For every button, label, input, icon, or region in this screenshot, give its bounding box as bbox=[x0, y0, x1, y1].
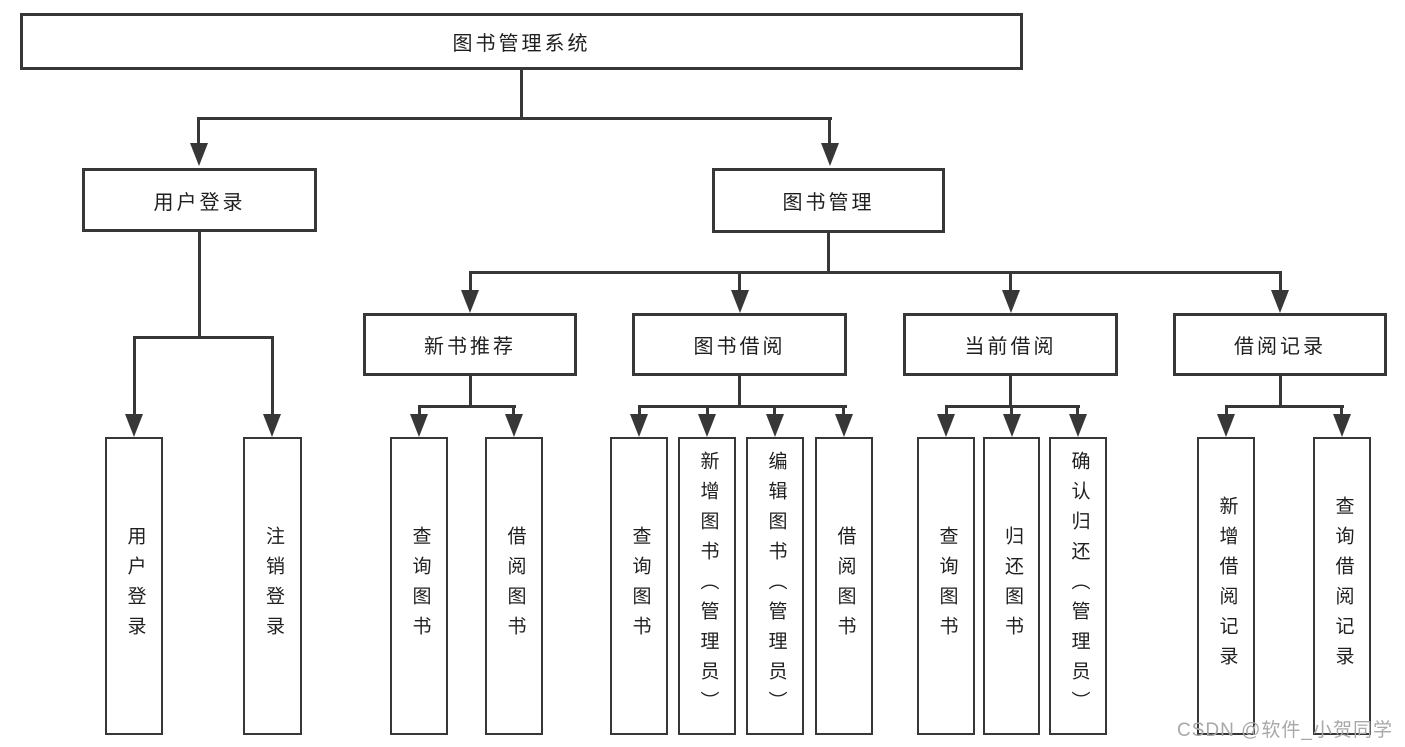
node-user-login: 用户登录 bbox=[82, 168, 317, 232]
arrow-down-br-add bbox=[1217, 414, 1235, 437]
node-br-add-record: 新增借阅记录 bbox=[1197, 437, 1255, 735]
node-logout-leaf-label: 注销登录 bbox=[262, 526, 284, 646]
connector-br-drop bbox=[1279, 376, 1282, 407]
connector-root-drop bbox=[520, 70, 523, 119]
arrow-down-current-borrow bbox=[1002, 290, 1020, 313]
arrow-down-bb-borrow bbox=[835, 414, 853, 437]
node-book-management-label: 图书管理 bbox=[782, 192, 875, 214]
connector-stem-bb-edit bbox=[773, 405, 776, 414]
node-new-book-recommend-label: 新书推荐 bbox=[424, 336, 516, 358]
arrow-down-cb-query bbox=[937, 414, 955, 437]
connector-bb-drop bbox=[738, 376, 741, 407]
node-current-borrow: 当前借阅 bbox=[903, 313, 1118, 376]
arrow-down-book-borrow bbox=[731, 290, 749, 313]
connector-stem-borrow-records bbox=[1279, 271, 1282, 290]
node-library-system: 图书管理系统 bbox=[20, 13, 1023, 70]
node-bb-query-book-label: 查询图书 bbox=[629, 526, 651, 646]
arrow-down-login-leaf bbox=[125, 414, 143, 437]
node-br-add-record-label: 新增借阅记录 bbox=[1216, 496, 1238, 676]
arrow-down-bb-edit bbox=[766, 414, 784, 437]
node-rec-borrow-book: 借阅图书 bbox=[485, 437, 543, 735]
node-bb-add-book-admin: 新增图书（管理员） bbox=[678, 437, 736, 735]
node-cb-confirm-return-admin-label: 确认归还（管理员） bbox=[1068, 451, 1090, 721]
node-rec-query-book: 查询图书 bbox=[390, 437, 448, 735]
connector-stem-login-leaf bbox=[133, 336, 136, 414]
csdn-watermark: CSDN @软件_小贺同学 bbox=[1177, 720, 1393, 741]
connector-stem-book-borrow bbox=[738, 271, 741, 290]
connector-login-split bbox=[133, 336, 274, 339]
node-br-query-record-label: 查询借阅记录 bbox=[1332, 496, 1354, 676]
connector-stem-logout-leaf bbox=[271, 336, 274, 414]
node-bb-edit-book-admin: 编辑图书（管理员） bbox=[746, 437, 804, 735]
connector-mgmt-drop bbox=[827, 233, 830, 273]
node-cb-return-book-label: 归还图书 bbox=[1001, 526, 1023, 646]
connector-stem-rec-query bbox=[418, 405, 421, 414]
node-rec-query-book-label: 查询图书 bbox=[409, 526, 431, 646]
connector-stem-bb-borrow bbox=[842, 405, 845, 414]
arrow-down-rec-query bbox=[410, 414, 428, 437]
connector-cb-drop bbox=[1009, 376, 1012, 407]
node-cb-confirm-return-admin: 确认归还（管理员） bbox=[1049, 437, 1107, 735]
connector-stem-cb-return bbox=[1010, 405, 1013, 414]
connector-stem-bb-query bbox=[638, 405, 641, 414]
connector-stem-bb-add bbox=[706, 405, 709, 414]
connector-bb-split bbox=[638, 405, 847, 408]
node-user-login-leaf-label: 用户登录 bbox=[124, 526, 146, 646]
connector-br-split bbox=[1225, 405, 1344, 408]
connector-stem-current-borrow bbox=[1009, 271, 1012, 290]
node-current-borrow-label: 当前借阅 bbox=[964, 336, 1057, 358]
arrow-down-bb-add bbox=[698, 414, 716, 437]
arrow-down-user-login bbox=[190, 143, 208, 166]
connector-stem-user-login bbox=[197, 117, 200, 145]
node-book-borrow: 图书借阅 bbox=[632, 313, 847, 376]
arrow-down-new-book bbox=[461, 290, 479, 313]
node-borrow-records-label: 借阅记录 bbox=[1234, 336, 1326, 358]
node-cb-return-book: 归还图书 bbox=[983, 437, 1040, 735]
connector-stem-cb-query bbox=[945, 405, 948, 414]
connector-login-drop bbox=[198, 232, 201, 339]
node-br-query-record: 查询借阅记录 bbox=[1313, 437, 1371, 735]
arrow-down-borrow-records bbox=[1271, 290, 1289, 313]
connector-rec-split bbox=[418, 405, 516, 408]
arrow-down-br-query bbox=[1333, 414, 1351, 437]
node-book-management: 图书管理 bbox=[712, 168, 945, 233]
arrow-down-cb-confirm bbox=[1069, 414, 1087, 437]
node-cb-query-book: 查询图书 bbox=[917, 437, 975, 735]
node-bb-borrow-book-label: 借阅图书 bbox=[834, 526, 856, 646]
connector-stem-rec-borrow bbox=[512, 405, 515, 414]
node-bb-edit-book-admin-label: 编辑图书（管理员） bbox=[765, 451, 787, 721]
connector-stem-book-mgmt bbox=[828, 117, 831, 145]
connector-stem-new-book bbox=[469, 271, 472, 290]
node-user-login-leaf: 用户登录 bbox=[105, 437, 163, 735]
node-bb-query-book: 查询图书 bbox=[610, 437, 668, 735]
node-book-borrow-label: 图书借阅 bbox=[693, 336, 786, 358]
connector-stem-cb-confirm bbox=[1076, 405, 1079, 414]
arrow-down-logout-leaf bbox=[263, 414, 281, 437]
connector-mgmt-split bbox=[469, 271, 1282, 274]
arrow-down-bb-query bbox=[630, 414, 648, 437]
connector-stem-br-add bbox=[1225, 405, 1228, 414]
node-cb-query-book-label: 查询图书 bbox=[936, 526, 958, 646]
connector-stem-br-query bbox=[1340, 405, 1343, 414]
node-rec-borrow-book-label: 借阅图书 bbox=[504, 526, 526, 646]
arrow-down-cb-return bbox=[1003, 414, 1021, 437]
connector-root-split bbox=[197, 117, 832, 120]
arrow-down-rec-borrow bbox=[505, 414, 523, 437]
node-bb-borrow-book: 借阅图书 bbox=[815, 437, 873, 735]
node-new-book-recommend: 新书推荐 bbox=[363, 313, 577, 376]
arrow-down-book-mgmt bbox=[821, 143, 839, 166]
node-borrow-records: 借阅记录 bbox=[1173, 313, 1387, 376]
node-user-login-label: 用户登录 bbox=[153, 191, 246, 214]
node-logout-leaf: 注销登录 bbox=[243, 437, 302, 735]
node-library-system-label: 图书管理系统 bbox=[452, 33, 591, 55]
connector-rec-drop bbox=[469, 376, 472, 407]
node-bb-add-book-admin-label: 新增图书（管理员） bbox=[697, 451, 719, 721]
